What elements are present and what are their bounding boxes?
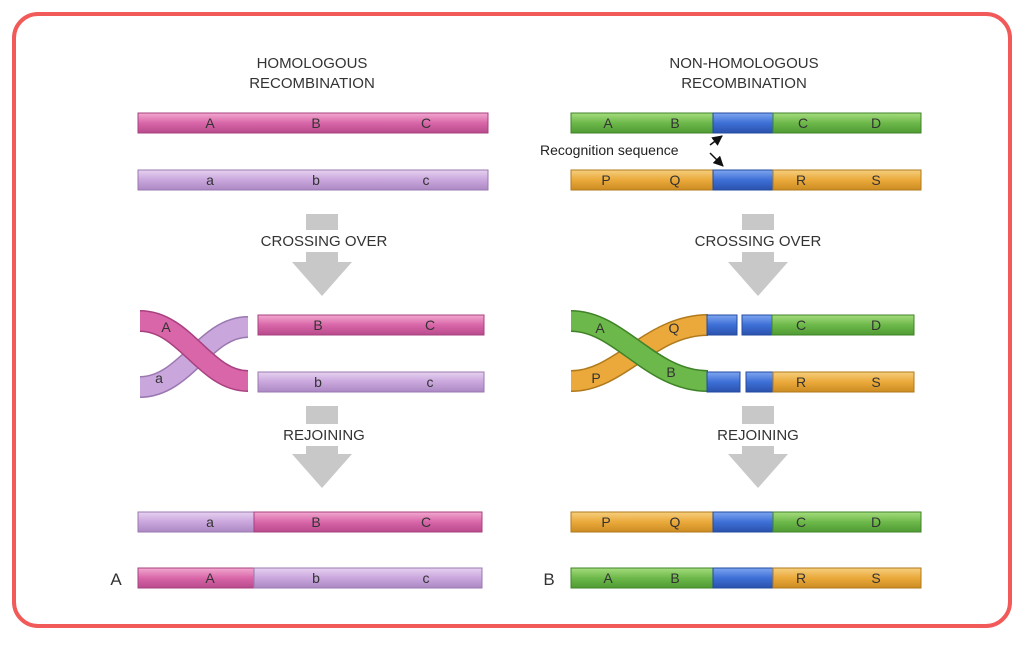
left-final-top-label-c: C bbox=[421, 514, 431, 530]
right-final-bottom-seg2 bbox=[772, 567, 922, 589]
left-rejoining-label-bg bbox=[266, 424, 386, 446]
right-mid-bottom-recog-left bbox=[706, 371, 741, 393]
left-final-bottom-label-a: A bbox=[205, 570, 215, 586]
right-final-top-label-c: C bbox=[796, 514, 806, 530]
right-title-line2: RECOMBINATION bbox=[681, 75, 807, 92]
right-title-line1: NON-HOMOLOGOUS bbox=[669, 55, 818, 72]
right-crossing-label: CROSSING OVER bbox=[695, 233, 822, 250]
right-final-top-seg2 bbox=[772, 511, 922, 533]
right-mid-top-recog-right bbox=[741, 314, 773, 336]
right-final-top-recognition bbox=[712, 511, 774, 533]
right-rejoining-label-bg bbox=[700, 424, 820, 446]
left-final-bottom-seg1 bbox=[137, 567, 255, 589]
right-top-seg-left bbox=[570, 112, 714, 134]
left-mid-top-strand bbox=[257, 314, 485, 336]
left-rejoining-label: REJOINING bbox=[283, 427, 365, 444]
panel-label-right: B bbox=[543, 570, 554, 589]
left-cross-label-bottom: a bbox=[155, 370, 163, 386]
left-mid-bottom-strand bbox=[257, 371, 485, 393]
right-mid-top-label-c: C bbox=[796, 317, 806, 333]
left-mid-top-label-b: B bbox=[313, 317, 322, 333]
left-final-bottom-label-b: b bbox=[312, 570, 320, 586]
right-top-label-d: D bbox=[871, 115, 881, 131]
right-final-bottom-seg1 bbox=[570, 567, 714, 589]
right-top-label-a: A bbox=[603, 115, 613, 131]
left-mid-bottom-label-b: b bbox=[314, 374, 322, 390]
left-crossing-label: CROSSING OVER bbox=[261, 233, 388, 250]
left-final-top-seg2 bbox=[253, 511, 483, 533]
left-bottom-strand bbox=[137, 169, 489, 191]
right-mid-top-label-d: D bbox=[871, 317, 881, 333]
left-final-top-label-b: B bbox=[311, 514, 320, 530]
right-bottom-label-r: R bbox=[796, 172, 806, 188]
right-cross-label-q: Q bbox=[669, 320, 680, 336]
right-final-top-seg1 bbox=[570, 511, 714, 533]
left-title-line2: RECOMBINATION bbox=[249, 75, 375, 92]
left-bottom-label-b: b bbox=[312, 172, 320, 188]
panel-label-left: A bbox=[110, 570, 122, 589]
right-bottom-label-p: P bbox=[601, 172, 610, 188]
right-top-recognition bbox=[712, 112, 774, 134]
right-final-top-label-p: P bbox=[601, 514, 610, 530]
left-mid-top-label-c: C bbox=[425, 317, 435, 333]
left-top-label-b: B bbox=[311, 115, 320, 131]
right-mid-top-recog-left bbox=[706, 314, 738, 336]
right-cross-green bbox=[570, 311, 709, 391]
right-mid-top-strand bbox=[771, 314, 915, 336]
left-final-top-seg1 bbox=[137, 511, 255, 533]
right-cross-label-b: B bbox=[666, 364, 675, 380]
left-final-bottom-label-c: c bbox=[423, 570, 430, 586]
right-final-bottom-label-s: S bbox=[871, 570, 880, 586]
right-bottom-label-s: S bbox=[871, 172, 880, 188]
right-top-seg-right bbox=[772, 112, 922, 134]
right-final-bottom-label-a: A bbox=[603, 570, 613, 586]
left-cross-pink bbox=[139, 311, 249, 391]
left-bottom-label-a: a bbox=[206, 172, 214, 188]
right-cross-label-p: P bbox=[591, 370, 600, 386]
left-final-top-label-a: a bbox=[206, 514, 214, 530]
right-mid-bottom-recog-right bbox=[745, 371, 774, 393]
recognition-arrow-down bbox=[709, 152, 724, 167]
right-mid-bottom-strand bbox=[772, 371, 915, 393]
right-bottom-seg-right bbox=[772, 169, 922, 191]
left-top-label-c: C bbox=[421, 115, 431, 131]
left-cross-label-top: A bbox=[161, 319, 171, 335]
right-top-label-c: C bbox=[798, 115, 808, 131]
recognition-sequence-label: Recognition sequence bbox=[540, 142, 679, 158]
left-crossing-label-bg bbox=[250, 230, 400, 252]
right-bottom-seg-left bbox=[570, 169, 714, 191]
right-mid-bottom-label-s: S bbox=[871, 374, 880, 390]
left-top-strand bbox=[137, 112, 489, 134]
left-final-bottom-seg2 bbox=[253, 567, 483, 589]
left-title-line1: HOMOLOGOUS bbox=[257, 55, 368, 72]
right-bottom-recognition bbox=[712, 169, 774, 191]
right-bottom-label-q: Q bbox=[670, 172, 681, 188]
right-mid-bottom-label-r: R bbox=[796, 374, 806, 390]
right-rejoining-label: REJOINING bbox=[717, 427, 799, 444]
left-bottom-label-c: c bbox=[423, 172, 430, 188]
right-cross-label-a: A bbox=[595, 320, 605, 336]
left-mid-bottom-label-c: c bbox=[427, 374, 434, 390]
right-final-bottom-recognition bbox=[712, 567, 774, 589]
left-top-label-a: A bbox=[205, 115, 215, 131]
recognition-arrow-up bbox=[709, 135, 723, 146]
right-crossing-label-bg bbox=[684, 230, 834, 252]
right-final-bottom-label-b: B bbox=[670, 570, 679, 586]
right-top-label-b: B bbox=[670, 115, 679, 131]
right-final-top-label-q: Q bbox=[670, 514, 681, 530]
right-final-top-label-d: D bbox=[871, 514, 881, 530]
right-final-bottom-label-r: R bbox=[796, 570, 806, 586]
